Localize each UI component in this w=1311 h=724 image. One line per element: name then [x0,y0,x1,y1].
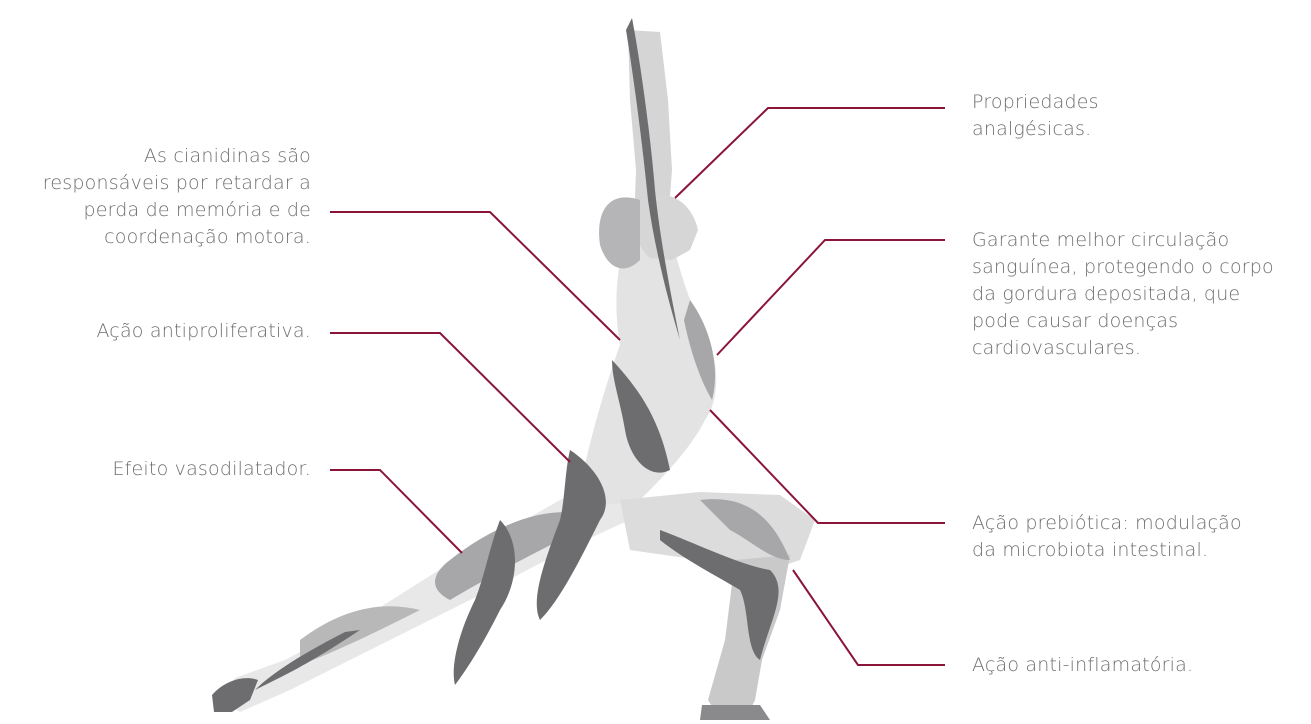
leader-line-circulacao [717,240,945,355]
label-vasodilatador-text: Efeito vasodilatador. [112,456,311,483]
label-anti-inflamatoria: Ação anti-inflamatória. [972,652,1193,679]
ponytail-shape [599,197,640,268]
label-cianidinas-line-2: responsáveis por retardar a [43,170,311,197]
leader-line-analgesicas [675,108,945,198]
label-prebiotica-line-1: Ação prebiótica: modulação [972,510,1242,537]
label-cianidinas-line-1: As cianidinas são [43,143,311,170]
label-analgesicas: Propriedades analgésicas. [972,89,1099,143]
label-circulacao-line-3: da gordura depositada, que [972,281,1274,308]
label-circulacao-line-1: Garante melhor circulação [972,227,1274,254]
label-circulacao-line-4: pode causar doenças [972,308,1274,335]
label-prebiotica: Ação prebiótica: modulação da microbiota… [972,510,1242,564]
label-antiproliferativa-text: Ação antiproliferativa. [96,318,311,345]
leader-line-cianidinas [330,212,620,340]
yoga-lunge-figure-icon [212,18,815,720]
label-circulacao: Garante melhor circulação sanguínea, pro… [972,227,1274,362]
leader-line-antiproliferativa [330,333,570,462]
label-vasodilatador: Efeito vasodilatador. [112,456,311,483]
leader-line-anti-inflamatoria [793,570,945,665]
label-cianidinas-line-3: perda de memória e de [43,197,311,224]
label-circulacao-line-2: sanguínea, protegendo o corpo [972,254,1274,281]
label-cianidinas-line-4: coordenação motora. [43,224,311,251]
leader-line-vasodilatador [330,470,462,553]
label-analgesicas-line-2: analgésicas. [972,116,1099,143]
label-circulacao-line-5: cardiovasculares. [972,335,1274,362]
label-analgesicas-line-1: Propriedades [972,89,1099,116]
label-anti-inflamatoria-text: Ação anti-inflamatória. [972,652,1193,679]
head-shape [635,195,698,260]
front-foot-shape [700,705,770,720]
label-antiproliferativa: Ação antiproliferativa. [96,318,311,345]
label-prebiotica-line-2: da microbiota intestinal. [972,537,1242,564]
label-cianidinas: As cianidinas são responsáveis por retar… [43,143,311,251]
